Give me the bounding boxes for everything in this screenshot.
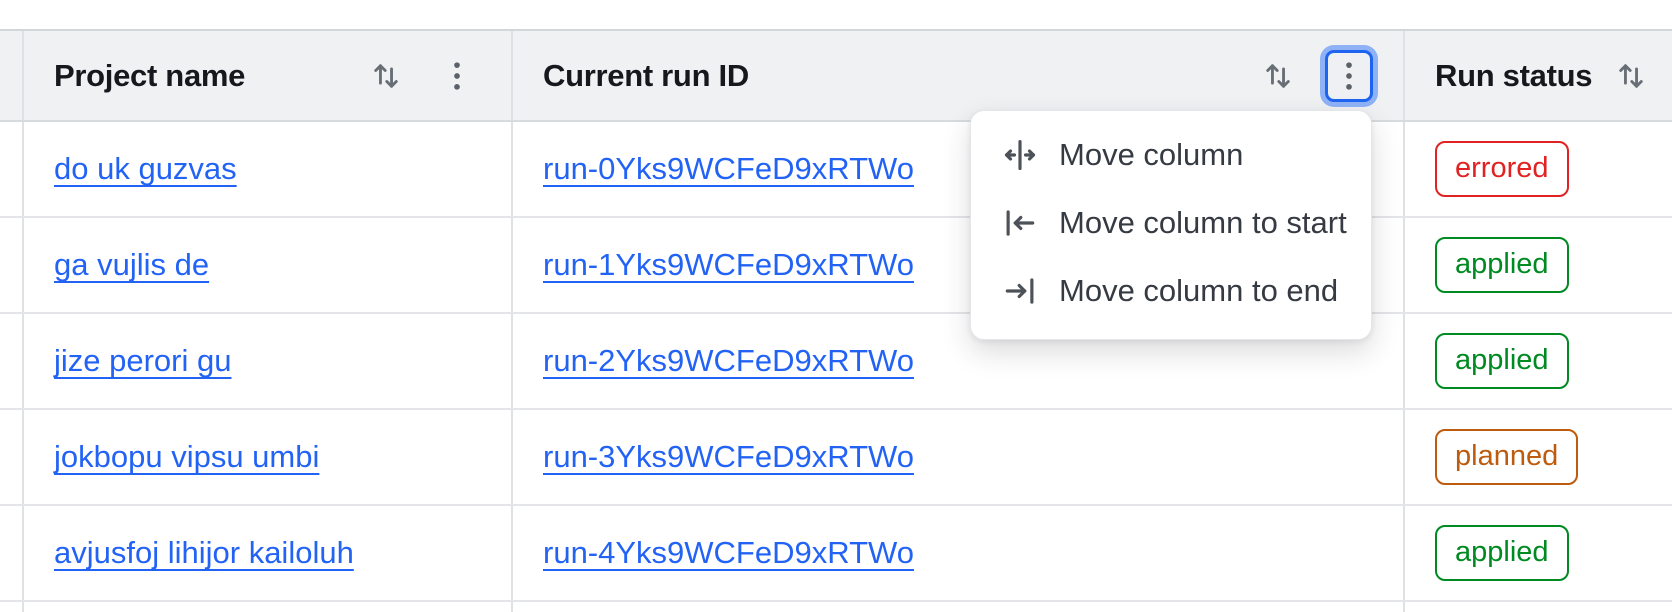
- row-cell-sliver: [0, 122, 22, 216]
- run-id-link[interactable]: run-3Yks9WCFeD9xRTWo: [543, 439, 914, 474]
- menu-item-move-column-to-end[interactable]: Move column to end: [971, 257, 1371, 325]
- run-id-cell: [511, 602, 1403, 612]
- column-header-label: Current run ID: [543, 57, 749, 93]
- menu-item-label: Move column to start: [1059, 205, 1347, 240]
- run-id-cell: run-1Yks9WCFeD9xRTWo: [511, 218, 1403, 312]
- table-row: jize perori gu run-2Yks9WCFeD9xRTWo appl…: [0, 314, 1672, 410]
- run-status-cell: applied: [1403, 218, 1672, 312]
- table-header-row: Project name Curre: [0, 31, 1672, 122]
- project-link[interactable]: jokbopu vipsu umbi: [54, 439, 320, 474]
- header-cell-current-run-id: Current run ID: [511, 31, 1403, 120]
- run-id-link[interactable]: run-0Yks9WCFeD9xRTWo: [543, 151, 914, 186]
- row-cell-sliver: [0, 314, 22, 408]
- project-link[interactable]: do uk guzvas: [54, 151, 237, 186]
- sort-arrows-icon[interactable]: [367, 56, 405, 96]
- table-row-partial: [0, 602, 1672, 612]
- status-badge: planned: [1435, 429, 1579, 485]
- move-column-to-end-icon: [1001, 272, 1039, 310]
- run-id-cell: run-0Yks9WCFeD9xRTWo: [511, 122, 1403, 216]
- project-link[interactable]: ga vujlis de: [54, 247, 210, 282]
- move-column-icon: [1001, 136, 1039, 174]
- status-badge: errored: [1435, 141, 1569, 197]
- move-column-to-start-icon: [1001, 204, 1039, 242]
- projects-table: Project name Curre: [0, 29, 1672, 612]
- run-status-cell: applied: [1403, 506, 1672, 600]
- menu-item-label: Move column to end: [1059, 273, 1339, 308]
- run-id-cell: run-3Yks9WCFeD9xRTWo: [511, 410, 1403, 504]
- menu-item-label: Move column: [1059, 137, 1244, 172]
- status-badge: applied: [1435, 237, 1569, 293]
- header-cell-sliver: [0, 31, 22, 120]
- run-id-link[interactable]: run-2Yks9WCFeD9xRTWo: [543, 343, 914, 378]
- run-status-cell: planned: [1403, 410, 1672, 504]
- status-badge: applied: [1435, 333, 1569, 389]
- run-id-link[interactable]: run-4Yks9WCFeD9xRTWo: [543, 535, 914, 570]
- project-link[interactable]: jize perori gu: [54, 343, 232, 378]
- project-name-cell: jokbopu vipsu umbi: [22, 410, 511, 504]
- run-status-cell: [1403, 602, 1672, 612]
- table-row: do uk guzvas run-0Yks9WCFeD9xRTWo errore…: [0, 122, 1672, 218]
- run-id-cell: run-2Yks9WCFeD9xRTWo: [511, 314, 1403, 408]
- run-status-cell: applied: [1403, 314, 1672, 408]
- row-cell-sliver: [0, 218, 22, 312]
- table-row: jokbopu vipsu umbi run-3Yks9WCFeD9xRTWo …: [0, 410, 1672, 506]
- row-cell-sliver: [0, 602, 22, 612]
- menu-item-move-column[interactable]: Move column: [971, 121, 1371, 189]
- column-header-label: Run status: [1435, 57, 1593, 93]
- header-cell-project-name: Project name: [22, 31, 511, 120]
- run-status-cell: errored: [1403, 122, 1672, 216]
- row-cell-sliver: [0, 410, 22, 504]
- run-id-cell: run-4Yks9WCFeD9xRTWo: [511, 506, 1403, 600]
- project-name-cell: do uk guzvas: [22, 122, 511, 216]
- table-row: ga vujlis de run-1Yks9WCFeD9xRTWo applie…: [0, 218, 1672, 314]
- project-name-cell: [22, 602, 511, 612]
- status-badge: applied: [1435, 525, 1569, 581]
- project-link[interactable]: avjusfoj lihijor kailoluh: [54, 535, 354, 570]
- sort-arrows-icon[interactable]: [1259, 56, 1297, 96]
- menu-item-move-column-to-start[interactable]: Move column to start: [971, 189, 1371, 257]
- header-cell-run-status: Run status: [1403, 31, 1672, 120]
- table-row: avjusfoj lihijor kailoluh run-4Yks9WCFeD…: [0, 506, 1672, 602]
- project-name-cell: ga vujlis de: [22, 218, 511, 312]
- column-options-kebab-icon[interactable]: [433, 50, 481, 102]
- column-options-menu: Move column Move column to start Move co…: [970, 110, 1372, 340]
- column-header-label: Project name: [54, 57, 246, 93]
- run-id-link[interactable]: run-1Yks9WCFeD9xRTWo: [543, 247, 914, 282]
- column-options-kebab-icon-focused[interactable]: [1325, 49, 1373, 102]
- sort-arrows-icon[interactable]: [1612, 56, 1650, 96]
- row-cell-sliver: [0, 506, 22, 600]
- project-name-cell: jize perori gu: [22, 314, 511, 408]
- project-name-cell: avjusfoj lihijor kailoluh: [22, 506, 511, 600]
